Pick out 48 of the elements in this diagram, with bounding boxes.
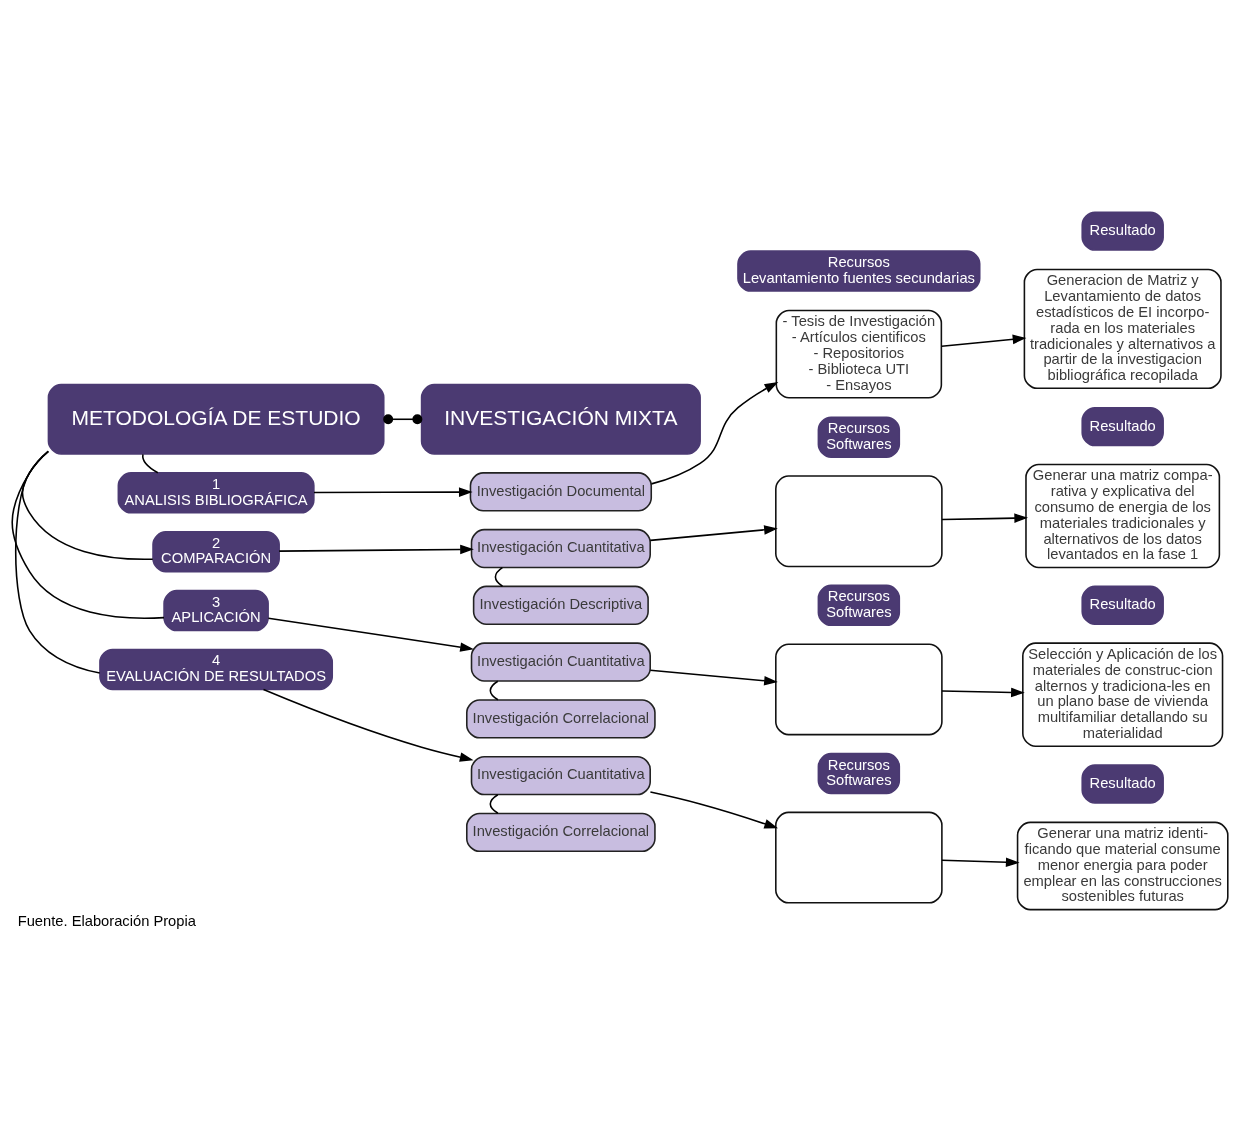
- node-box: METODOLOGÍA DE ESTUDIO: [47, 383, 385, 455]
- node-box: [775, 643, 943, 736]
- node-box: Recursos Softwares: [817, 752, 901, 795]
- node-box: Resultado: [1081, 211, 1164, 251]
- arrow: [649, 791, 779, 829]
- arrow: [941, 513, 1029, 523]
- node-box: Recursos Softwares: [817, 584, 901, 627]
- arrow: [649, 669, 778, 686]
- arrow: [313, 487, 473, 497]
- node-box: Investigación Cuantitativa: [470, 528, 651, 569]
- node-box: Recursos Levantamiento fuentes secundarias: [737, 250, 981, 292]
- node-box: 1 ANALISIS BIBLIOGRÁFICA: [117, 472, 315, 514]
- node-box: Investigación Correlacional: [466, 812, 656, 853]
- node-box: Generar una matriz compa-rativa y explicativa del consumo de energia de los materiales tradicionales y alternativos de los datos levantados en la fase 1: [1025, 463, 1221, 569]
- node-box: Investigación Cuantitativa: [470, 755, 651, 796]
- arrow: [649, 525, 778, 542]
- arrow: [267, 617, 474, 652]
- connector: [142, 453, 159, 474]
- node-box: Investigación Documental: [469, 472, 653, 512]
- node-box: Generacion de Matriz y Levantamiento de datos estadísticos de EI incorpo-rada en los materiales tradicionales y alternativos a partir de la investigacion bibliográfica recopilada: [1023, 268, 1222, 390]
- node-box: 2 COMPARACIÓN: [152, 530, 280, 573]
- node-box: Investigación Correlacional: [466, 699, 656, 739]
- arrow: [941, 687, 1025, 698]
- node-box: Resultado: [1081, 764, 1164, 804]
- arrow: [941, 857, 1020, 868]
- connector: [489, 793, 499, 815]
- node-box: Resultado: [1081, 585, 1164, 626]
- node-box: Generar una matriz identi-ficando que material consume menor energia para poder emplear en las construcciones sostenibles futuras: [1016, 821, 1229, 911]
- arrow: [650, 382, 779, 485]
- arrow: [940, 334, 1027, 347]
- node-box: 4 EVALUACIÓN DE RESULTADOS: [99, 648, 334, 691]
- node-box: Resultado: [1081, 406, 1164, 447]
- node-box: - Tesis de Investigación - Artículos cientificos - Repositorios - Biblioteca UTI - Ensayos: [775, 309, 943, 399]
- arrow: [278, 544, 474, 555]
- arrow: [262, 688, 474, 762]
- node-box: INVESTIGACIÓN MIXTA: [420, 383, 701, 455]
- node-box: Investigación Descriptiva: [472, 585, 649, 626]
- node-box: Selección y Aplicación de los materiales de construc-cion alternos y tradiciona-les en un plano base de vivienda multifamiliar detallando su materialidad: [1022, 642, 1224, 747]
- connector: [14, 450, 101, 674]
- node-box: [775, 811, 943, 904]
- connector: [383, 414, 423, 425]
- node-box: Recursos Softwares: [817, 416, 901, 458]
- connector: [489, 680, 499, 701]
- connector: [494, 566, 504, 588]
- caption: Fuente. Elaboración Propia: [17, 912, 196, 929]
- node-box: 3 APLICACIÓN: [163, 589, 269, 632]
- node-box: Investigación Cuantitativa: [470, 642, 651, 682]
- node-box: [775, 475, 943, 568]
